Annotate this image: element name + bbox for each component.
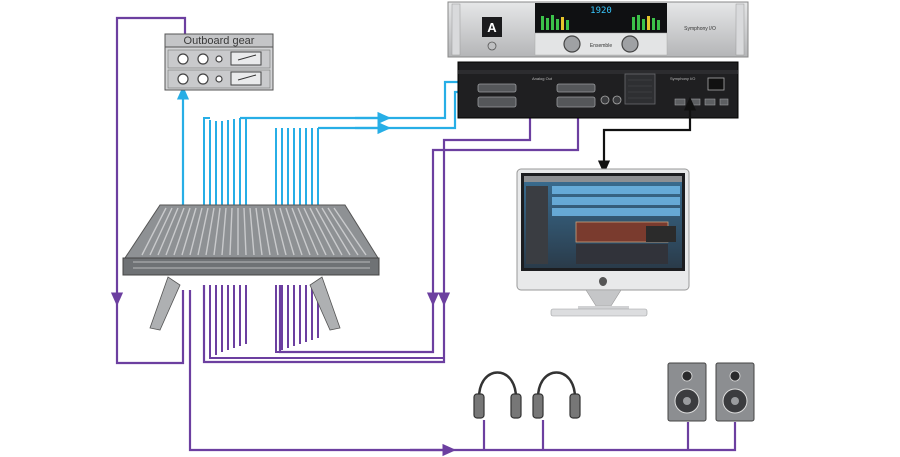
outboard-knobs [177,53,223,85]
interface-brand-name: Symphony I/O [684,26,716,32]
daw-waveforms [552,186,680,216]
speaker-icon [715,362,755,422]
outboard-return-line [110,16,187,307]
rear-power-socket [707,77,725,91]
headphones-icon [532,371,581,419]
interface-out-line-1 [437,103,532,307]
computer-link-line [597,96,697,175]
outboard-gear-label: Outboard gear [184,35,255,47]
front-display-readout: 1920 [590,6,612,16]
blue-signal-lines [176,80,472,205]
blue-channel-bundle-left [203,117,247,205]
blue-channel-bundle-right [275,128,319,205]
outboard-send-line [115,290,185,365]
audio-interface-rear: Symphony I/O Analog Out [457,61,739,119]
outboard-meters [230,51,262,86]
rear-label-2: Analog Out [532,76,553,81]
imac-icon [516,168,690,317]
front-left-knob [563,35,581,53]
purple-channel-bundle-left [203,285,444,362]
svg-text:A: A [487,20,497,35]
mixing-console-icon [122,204,380,331]
speaker-icon [667,362,707,422]
console-return-line-b [278,285,435,354]
keyboard-icon [550,308,648,317]
console-send-line-2 [318,90,470,130]
rear-db25-connectors [477,83,596,108]
console-send-line-1 [240,80,472,120]
monitor-bus-line [188,290,737,452]
outboard-gear-rack: Outboard gear [164,33,274,91]
front-level-meters [541,15,660,30]
apogee-logo-icon: A [482,17,502,37]
audio-interface-front: A 1920 Ensemble Symphony I/O [447,1,749,58]
headphones-icon [473,371,522,419]
front-left-knob-label: Ensemble [590,43,612,49]
front-right-knob [621,35,639,53]
interface-out-line-2 [426,103,580,307]
purple-signal-lines [110,16,737,457]
apple-logo-icon [599,277,607,286]
rear-label-1: Symphony I/O [670,76,695,81]
rear-fan-grille [624,73,656,105]
purple-channel-bundle-right [275,285,433,353]
